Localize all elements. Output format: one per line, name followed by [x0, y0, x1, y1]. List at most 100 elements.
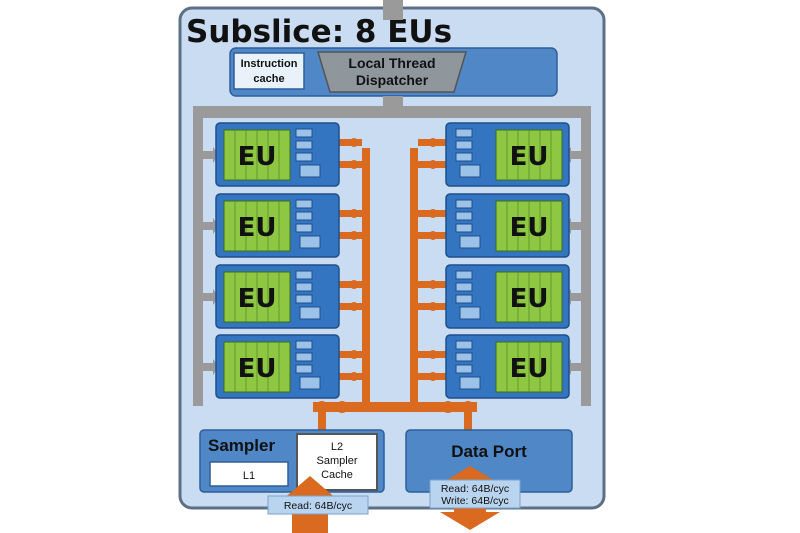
eu-5: EU	[445, 122, 570, 187]
eu-register	[299, 306, 321, 320]
orange-joint	[428, 302, 438, 311]
eu-register	[459, 164, 481, 178]
orange-joint	[349, 350, 359, 359]
orange-joint	[428, 138, 438, 147]
data-port-bandwidth-box	[429, 479, 521, 509]
eu-register	[455, 340, 473, 350]
eu-register	[455, 294, 473, 304]
data-port-title: Data Port	[451, 442, 527, 461]
eu-register	[455, 128, 473, 138]
eu-register	[295, 364, 313, 374]
eu-8: EU	[445, 334, 570, 399]
orange-joint	[349, 209, 359, 218]
orange-joint	[336, 401, 348, 413]
eu-register	[455, 199, 473, 209]
subslice-title: Subslice: 8 EUs	[186, 14, 452, 50]
eu-register	[459, 306, 481, 320]
eu-register	[295, 294, 313, 304]
eu-register	[455, 270, 473, 280]
gray-thread-bus	[193, 96, 591, 406]
orange-joint	[428, 280, 438, 289]
eu-register	[295, 199, 313, 209]
sampler-l1-label: L1	[243, 470, 255, 482]
eu-label: EU	[238, 354, 277, 384]
orange-joint	[428, 350, 438, 359]
instruction-cache-line2: cache	[253, 73, 284, 85]
eu-1: EU	[215, 122, 340, 187]
gray-stub	[571, 293, 581, 301]
gray-stub	[203, 151, 213, 159]
eu-register	[295, 211, 313, 221]
orange-joint	[349, 280, 359, 289]
sampler-l2-cache	[296, 433, 378, 491]
eu-label: EU	[238, 213, 277, 243]
gray-stub	[203, 293, 213, 301]
data-port-read: Read: 64B/cyc	[441, 483, 509, 495]
orange-joint	[428, 160, 438, 169]
eu-register	[295, 140, 313, 150]
orange-joint	[428, 209, 438, 218]
sampler-title: Sampler	[208, 436, 275, 455]
top-feed-arrow	[383, 0, 403, 20]
orange-joint	[462, 401, 474, 413]
dispatcher-line1: Local Thread	[348, 55, 435, 71]
eu-2: EU	[215, 193, 340, 258]
eu-7: EU	[445, 264, 570, 329]
instruction-cache	[233, 52, 305, 90]
eu-register	[299, 376, 321, 390]
orange-connectors	[316, 138, 474, 413]
eu-register	[299, 235, 321, 249]
eu-register	[295, 352, 313, 362]
eu-register	[455, 211, 473, 221]
data-port-write: Write: 64B/cyc	[441, 495, 509, 507]
eu-register	[459, 376, 481, 390]
eu-register	[295, 223, 313, 233]
eu-register	[455, 223, 473, 233]
eu-label: EU	[510, 213, 549, 243]
gray-stub	[203, 363, 213, 371]
orange-joint	[442, 401, 454, 413]
eu-label: EU	[238, 142, 277, 172]
orange-joint	[349, 372, 359, 381]
eu-register	[459, 235, 481, 249]
eu-register	[455, 352, 473, 362]
dispatcher-line2: Dispatcher	[356, 72, 429, 88]
gray-stub	[571, 151, 581, 159]
eu-register	[295, 282, 313, 292]
eu-array: EU EU EU EU EU EU EU EU	[215, 122, 570, 399]
orange-joint	[349, 138, 359, 147]
sampler-l1	[209, 461, 289, 487]
eu-register	[455, 364, 473, 374]
sampler-bandwidth-box	[267, 495, 369, 515]
eu-4: EU	[215, 334, 340, 399]
eu-6: EU	[445, 193, 570, 258]
eu-label: EU	[510, 284, 549, 314]
gray-stub	[571, 222, 581, 230]
eu-3: EU	[215, 264, 340, 329]
eu-label: EU	[510, 142, 549, 172]
orange-joint	[349, 302, 359, 311]
eu-label: EU	[510, 354, 549, 384]
eu-label: EU	[238, 284, 277, 314]
thread-dispatcher	[316, 51, 468, 93]
eu-register	[295, 152, 313, 162]
sampler-l2-line1: L2	[331, 441, 343, 453]
orange-joint	[428, 372, 438, 381]
instruction-cache-line1: Instruction	[241, 58, 298, 70]
orange-joint	[428, 231, 438, 240]
eu-register	[295, 340, 313, 350]
orange-data-bus	[313, 148, 477, 432]
eu-register	[455, 282, 473, 292]
eu-register	[295, 270, 313, 280]
orange-joint	[316, 401, 328, 413]
orange-joint	[349, 231, 359, 240]
eu-register	[455, 140, 473, 150]
orange-joint	[349, 160, 359, 169]
sampler-l2-line3: Cache	[321, 469, 353, 481]
gray-stub	[203, 222, 213, 230]
eu-register	[455, 152, 473, 162]
sampler-bandwidth: Read: 64B/cyc	[284, 500, 352, 512]
gray-stub	[571, 363, 581, 371]
eu-register	[295, 128, 313, 138]
sampler-l2-line2: Sampler	[317, 455, 358, 467]
